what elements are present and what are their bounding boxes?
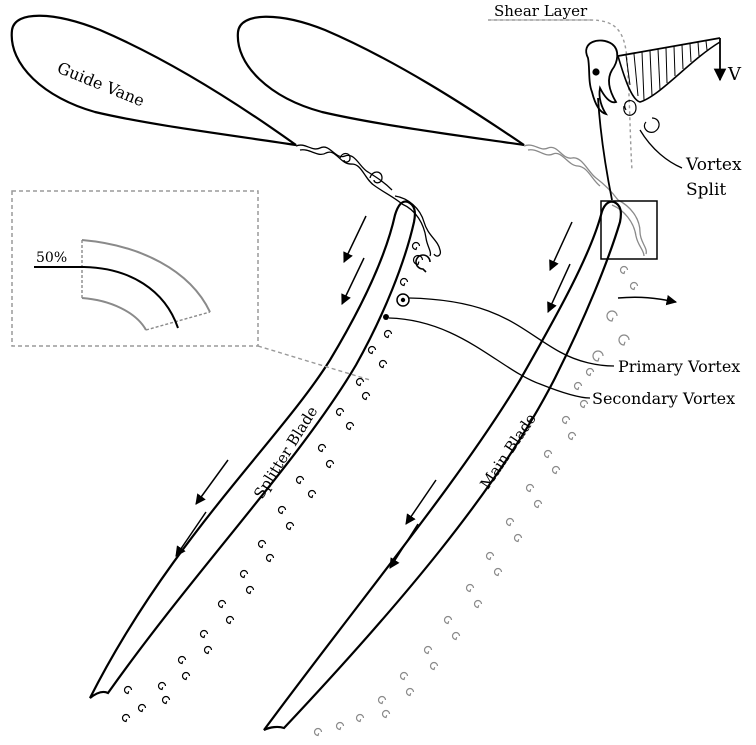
main-blade-vortex-curl bbox=[631, 283, 638, 290]
secondary-vortex-dot bbox=[383, 314, 389, 320]
shear-layer-label: Shear Layer bbox=[494, 2, 588, 20]
main-blade-vortex-curl bbox=[431, 663, 438, 670]
splitter-vortex-curl bbox=[139, 705, 146, 712]
splitter-vortex-curl bbox=[125, 687, 132, 694]
main-blade-vortex-curl bbox=[357, 715, 364, 722]
vortex-split-label-2: Split bbox=[686, 180, 726, 200]
secondary-vortex-label: Secondary Vortex bbox=[592, 389, 735, 408]
splitter-vortex-curl bbox=[267, 555, 274, 562]
splitter-vortex-curl bbox=[401, 279, 408, 286]
main-blade-vortex-curl bbox=[607, 311, 617, 321]
secondary-vortex-leader bbox=[389, 318, 590, 398]
main-blade-vortex-curl bbox=[535, 501, 542, 508]
splitter-vortex-curl bbox=[363, 393, 370, 400]
splitter-vortex-curl bbox=[279, 507, 286, 514]
splitter-vortex-curl bbox=[297, 477, 304, 484]
splitter-vortex-curl bbox=[309, 491, 316, 498]
main-blade-vortex-curl bbox=[507, 519, 514, 526]
velocity-label: V bbox=[727, 64, 742, 85]
splitter-vortex-curl bbox=[385, 331, 392, 338]
main-blade-vortex-curl bbox=[337, 723, 344, 730]
main-blade-vortex-curl bbox=[593, 351, 603, 361]
main-blade-vortex-curl bbox=[475, 601, 482, 608]
main-blade-label: Main Blade bbox=[476, 410, 540, 492]
splitter-vortex-curl bbox=[380, 361, 387, 368]
splitter-vortex-curl bbox=[241, 571, 248, 578]
splitter-vortex-curl bbox=[183, 673, 190, 680]
splitter-vortex-curl bbox=[337, 409, 344, 416]
splitter-vortex-curl bbox=[357, 379, 364, 386]
splitter-vortex-curl bbox=[259, 541, 266, 548]
splitter-vortex-curl bbox=[327, 461, 334, 468]
splitter-vortex-curl bbox=[179, 657, 186, 664]
main-blade-vortex-curl bbox=[569, 433, 576, 440]
splitter-vortex-curl bbox=[227, 617, 234, 624]
inset-percent-label: 50% bbox=[36, 250, 67, 266]
velocity-profile bbox=[618, 38, 720, 102]
inset-connector bbox=[258, 346, 370, 380]
splitter-vortex-curl bbox=[123, 715, 130, 722]
main-blade-vortex-curl bbox=[425, 647, 432, 654]
inset-arc-inner bbox=[82, 298, 146, 330]
vortex-split-pointer bbox=[640, 130, 682, 168]
splitter-vortex-curl bbox=[247, 587, 254, 594]
main-blade-vortex-curl bbox=[575, 383, 582, 390]
guide-vane-right bbox=[238, 17, 524, 145]
splitter-vortex-curl bbox=[369, 347, 376, 354]
main-blade-vortex-curl bbox=[453, 633, 460, 640]
primary-vortex-leader bbox=[409, 298, 614, 366]
splitter-vortex-curl bbox=[347, 423, 354, 430]
splitter-vortex-curl bbox=[319, 445, 326, 452]
splitter-vortex-curl bbox=[287, 523, 294, 530]
splitter-vortex-curl bbox=[219, 601, 226, 608]
main-blade-vortex-curl bbox=[467, 585, 474, 592]
splitter-vortex-curl bbox=[159, 683, 166, 690]
main-blade-vortex-curl bbox=[581, 401, 588, 408]
main-blade-vortex-curl bbox=[621, 267, 628, 274]
main-blade-vortex-curl bbox=[495, 569, 502, 576]
tip-vortex-core bbox=[592, 68, 599, 75]
guide-vane-left bbox=[12, 16, 296, 145]
main-blade-vortex-curl bbox=[379, 697, 386, 704]
main-blade-vortex-curl bbox=[401, 673, 408, 680]
splitter-blade bbox=[90, 202, 415, 698]
primary-vortex-label: Primary Vortex bbox=[618, 357, 740, 376]
main-blade-vortex-curl bbox=[563, 417, 570, 424]
main-blade-vortex-curl bbox=[487, 553, 494, 560]
main-blade-vortex-curl bbox=[527, 485, 534, 492]
main-blade-vortex-curl bbox=[515, 535, 522, 542]
left-vane-wake bbox=[296, 145, 440, 256]
vortex-split-label-1: Vortex bbox=[685, 155, 742, 175]
main-blade-vortex-curl bbox=[545, 451, 552, 458]
splitter-vortex-curl bbox=[205, 647, 212, 654]
vortex-split-spiral bbox=[644, 118, 659, 132]
main-blade-vortex-curl bbox=[383, 711, 390, 718]
inset-midspan-line bbox=[34, 267, 178, 328]
splitter-vortex-curl bbox=[163, 697, 170, 704]
main-blade-vortex-curl bbox=[553, 467, 560, 474]
primary-vortex-dot bbox=[401, 298, 405, 302]
main-blade bbox=[264, 202, 621, 730]
main-blade-vortex-street bbox=[315, 267, 638, 736]
splitter-vortex-curl bbox=[201, 631, 208, 638]
detail-box bbox=[601, 201, 657, 259]
inset-box bbox=[12, 191, 258, 346]
main-blade-vortex-curl bbox=[587, 369, 594, 376]
main-blade-vortex-curl bbox=[407, 689, 414, 696]
main-blade-vortex-curl bbox=[619, 335, 629, 345]
main-blade-vortex-curl bbox=[315, 729, 322, 736]
tip-vortex-blob bbox=[586, 40, 617, 114]
splitter-vortex-curl bbox=[413, 243, 420, 250]
main-blade-vortex-curl bbox=[445, 617, 452, 624]
